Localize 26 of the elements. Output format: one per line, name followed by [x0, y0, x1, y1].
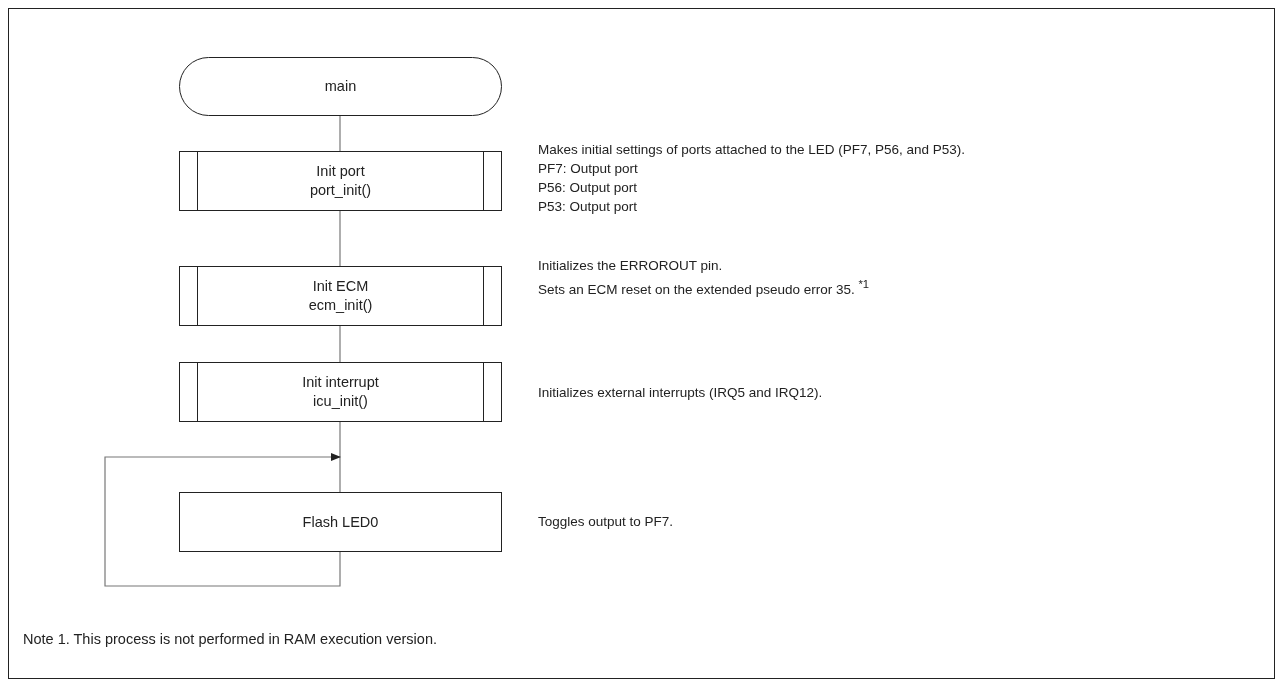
- node-label: icu_init(): [313, 392, 368, 411]
- node-label: Init ECM: [312, 277, 369, 296]
- description-text: Sets an ECM reset on the extended pseudo error 35. $^{*1}$: [538, 277, 870, 299]
- description-text: Initializes the ERROROUT pin.: [538, 257, 724, 275]
- flow-line: [339, 115, 341, 152]
- description-text: Makes initial settings of ports attached to the LED (PF7, P56, and P53).: [538, 141, 965, 159]
- description-text: Toggles output to PF7.: [538, 513, 674, 531]
- flow-line: [339, 421, 341, 493]
- node-label: ecm_init(): [308, 296, 373, 315]
- subroutine-box: [179, 362, 502, 422]
- description-text: P56: Output port: [538, 179, 639, 197]
- flow-line: [339, 210, 341, 267]
- description-text: PF7: Output port: [538, 160, 639, 178]
- node-label: port_init(): [309, 181, 372, 200]
- loop-arrow: [104, 453, 341, 587]
- note-text: Note 1. This process is not performed in RAM execution version.: [23, 631, 437, 647]
- node-label: Init interrupt: [302, 373, 379, 392]
- subroutine-box: [179, 266, 502, 326]
- process-box: [179, 492, 502, 552]
- description-text: P53: Output port: [538, 198, 639, 216]
- node-label: Flash LED0: [302, 512, 379, 532]
- description-text: Initializes external interrupts (IRQ5 and IRQ12).: [538, 384, 823, 402]
- flow-line: [339, 325, 341, 363]
- node-label: main: [324, 77, 357, 96]
- node-label: Init port: [316, 162, 365, 181]
- subroutine-box: [179, 151, 502, 211]
